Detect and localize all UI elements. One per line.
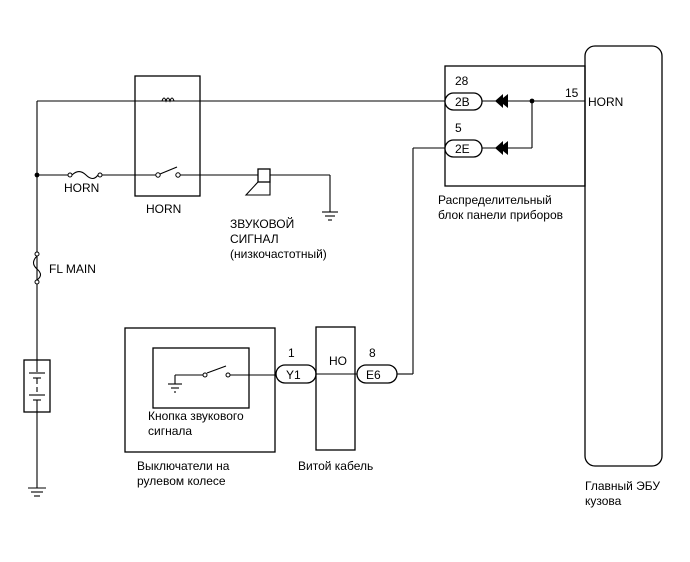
ground-icon (28, 487, 46, 497)
horn-fuse-icon (67, 170, 103, 180)
spiral-cable: HO (315, 326, 356, 451)
relay-contact-icon (155, 172, 161, 178)
connector-e6-pin: 8 (369, 346, 376, 360)
battery-icon (23, 359, 51, 413)
horn-relay (134, 75, 201, 197)
chevron-icon (495, 141, 508, 155)
main-body-ecu (584, 45, 663, 467)
svg-text:Y1: Y1 (286, 368, 301, 382)
steering-wheel-switches (124, 327, 276, 453)
relay-label: HORN (146, 202, 181, 216)
connector-2b: 2B 28 (444, 74, 483, 111)
ground-icon (322, 211, 338, 221)
ecu-pin-number: 15 (565, 86, 579, 100)
connector-y1: Y1 1 (275, 346, 317, 384)
spiral-cable-label: Витой кабель (298, 459, 373, 473)
connector-2e: 2E 5 (444, 121, 483, 158)
svg-text:E6: E6 (366, 368, 381, 382)
chevron-icon (495, 94, 508, 108)
junction-internal-wiring (482, 94, 585, 155)
horn-switch-icon (202, 372, 208, 378)
svg-text:2B: 2B (455, 95, 470, 109)
steering-switches-label: Выключатели на рулевом колесе (137, 459, 233, 488)
fl-main-label: FL MAIN (49, 262, 96, 276)
horn-switch-label: Кнопка звукового сигнала (148, 409, 247, 438)
ecu-pin-name: HORN (588, 95, 623, 109)
junction-dot-top (34, 172, 40, 178)
fl-main-fuse-icon (32, 251, 42, 285)
connector-y1-pin: 1 (288, 346, 295, 360)
connector-e6: E6 8 (356, 346, 398, 384)
horn-speaker-icon (244, 168, 271, 196)
connector-2e-pin: 5 (455, 121, 462, 135)
ecu-label: Главный ЭБУ кузова (585, 479, 663, 508)
junction-block-label: Распределительный блок панели приборов (438, 193, 563, 222)
relay-coil-icon (161, 97, 175, 103)
svg-text:2E: 2E (455, 142, 470, 156)
spiral-cable-pin: HO (329, 354, 347, 368)
connector-2b-pin: 28 (455, 74, 469, 88)
horn-fuse-label: HORN (64, 181, 99, 195)
wires (36, 100, 445, 488)
horn-label: ЗВУКОВОЙ СИГНАЛ (низкочастотный) (230, 216, 327, 261)
